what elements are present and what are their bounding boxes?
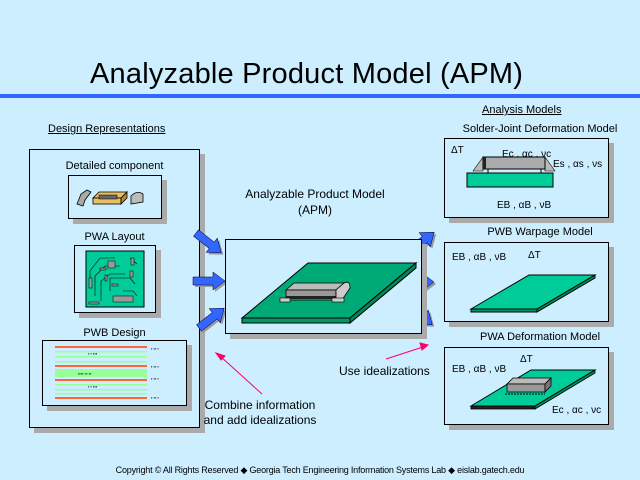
warpage-board-props: EB , αB , νB	[452, 252, 507, 263]
pwb-warpage-figure	[469, 274, 597, 313]
analysis-models-heading: Analysis Models	[482, 104, 562, 116]
pwb-warpage-model-panel: EB , αB , νB ΔT	[444, 242, 609, 322]
pwa-deformation-model-label: PWA Deformation Model	[479, 331, 601, 343]
solder-component-props: Ec , αc , νc	[502, 149, 552, 160]
pwa-delta-t: ΔT	[520, 354, 533, 365]
copyright-footer: Copyright © All Rights Reserved ◆ Georgi…	[115, 465, 525, 475]
pwb-layer-stack-icon: ▪ ▪ ▪▪▪ ▪▪▪▪ ▪▪ ▪▪ ▪ ▪ ▪▪▪ ▪ ▪▪ ▪ ▪ ▪▪ ▪…	[55, 346, 159, 400]
solder-board-props: EB , αB , νB	[497, 200, 552, 211]
pwa-layout-figure	[74, 245, 156, 313]
detailed-component-figure	[68, 175, 162, 219]
combine-annotation-line2: and add idealizations	[203, 413, 317, 427]
pwb-design-label: PWB Design	[83, 327, 146, 339]
combine-annotation-line1: Combine information	[204, 398, 316, 412]
title-rule	[0, 94, 640, 98]
use-idealizations-annotation-arrow	[385, 346, 424, 360]
detailed-component-label: Detailed component	[65, 160, 164, 172]
solder-joint-model-label: Solder-Joint Deformation Model	[462, 123, 618, 135]
solder-delta-t: ΔT	[451, 145, 464, 156]
design-representations-heading: Design Representations	[48, 123, 166, 135]
solder-joint-props: Es , αs , νs	[553, 159, 603, 170]
svg-text:▪ ▪ ▪▪▪: ▪ ▪ ▪▪▪	[88, 351, 98, 356]
svg-text:▪▪▪▪ ▪▪ ▪▪: ▪▪▪▪ ▪▪ ▪▪	[78, 371, 92, 376]
svg-text:▪ ▪ ▪▪▪: ▪ ▪ ▪▪▪	[88, 384, 98, 389]
apm-label-line1: Analyzable Product Model	[245, 187, 385, 201]
component-parts-icon	[76, 189, 144, 207]
pwa-layout-label: PWA Layout	[84, 231, 145, 243]
pwb-warpage-model-label: PWB Warpage Model	[487, 226, 593, 238]
combine-annotation-arrow	[219, 355, 263, 395]
pwa-component-props: Ec , αc , νc	[552, 405, 602, 416]
apm-label-line2: (APM)	[298, 203, 332, 217]
pwb-design-figure: ▪ ▪ ▪▪▪ ▪▪▪▪ ▪▪ ▪▪ ▪ ▪ ▪▪▪ ▪ ▪▪ ▪ ▪ ▪▪ ▪…	[42, 340, 187, 406]
warpage-delta-t: ΔT	[528, 250, 541, 261]
svg-text:▪ ▪▪ ▪: ▪ ▪▪ ▪	[151, 376, 159, 381]
svg-text:▪ ▪▪ ▪: ▪ ▪▪ ▪	[151, 364, 159, 369]
solder-joint-figure	[466, 156, 556, 188]
svg-text:▪ ▪▪ ▪: ▪ ▪▪ ▪	[151, 395, 159, 400]
solder-joint-model-panel: ΔT Ec , αc , νc Es , αs , νs EB , αB , ν…	[444, 138, 609, 218]
use-idealizations-annotation: Use idealizations	[339, 364, 430, 378]
apm-assembly-figure	[240, 261, 418, 325]
pwa-deformation-model-panel: EB , αB , νB ΔT Ec , αc , νc	[444, 347, 609, 425]
pwa-board-props: EB , αB , νB	[452, 364, 507, 375]
pwa-deformation-figure	[469, 369, 597, 410]
pwa-layout-board-icon	[85, 250, 145, 308]
svg-text:▪ ▪▪ ▪: ▪ ▪▪ ▪	[151, 346, 159, 351]
apm-panel	[225, 239, 422, 334]
page-title: Analyzable Product Model (APM)	[90, 58, 524, 90]
